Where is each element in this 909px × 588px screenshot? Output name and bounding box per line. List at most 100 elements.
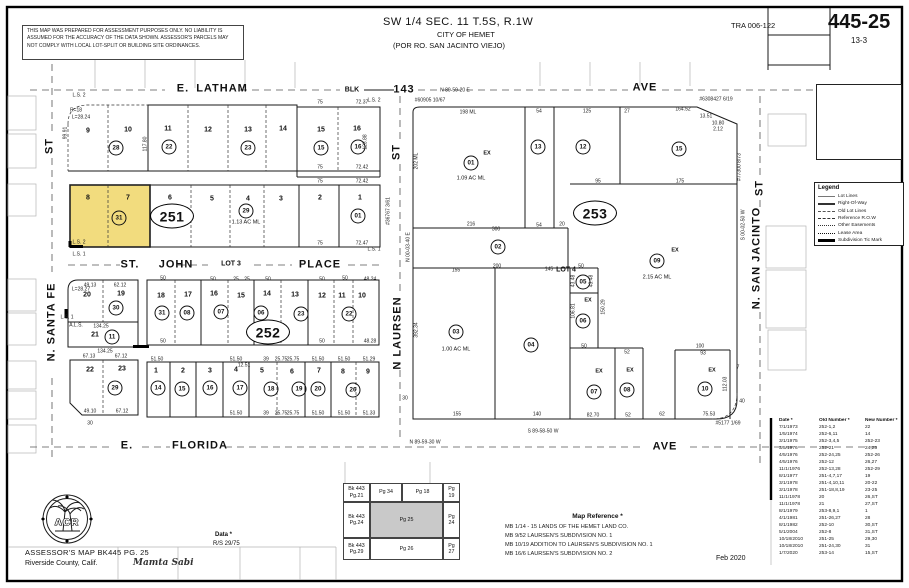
- revision-row: 4/5/1976 252-24,25 252-26: [779, 452, 907, 459]
- sheet-sub-number: 13-3: [851, 36, 868, 45]
- revision-row: 1/7/2020 253-14 15,ST: [779, 550, 907, 557]
- assessor-county: Riverside County, Calif.: [25, 560, 98, 567]
- map-reference-block: Map Reference * MB 1/14 - 15 LANDS OF TH…: [505, 513, 690, 559]
- lot-lines-sample: [818, 196, 835, 198]
- revision-cell: 4/5/1976: [779, 453, 798, 458]
- revision-cell: 4/1/1981: [779, 516, 798, 521]
- revision-cell: 253-14: [819, 551, 834, 556]
- page-grid-cell: Bk 443 Pg.29: [343, 538, 370, 560]
- revision-cell: 20: [819, 495, 825, 500]
- revision-row: 8/1/1982 252-10 30,ST: [779, 522, 907, 529]
- revision-cell: 19: [865, 474, 871, 479]
- revision-cell: 27,ST: [865, 502, 878, 507]
- revision-row: 3/1/1978 251-18,8,19 23-25: [779, 487, 907, 494]
- revision-cell: 26,27: [865, 460, 878, 465]
- revision-cell: 1: [865, 509, 868, 514]
- revision-cell: 252-26: [865, 453, 880, 458]
- page-grid-cell: Pg 27: [443, 538, 460, 560]
- page-border: [5, 5, 904, 583]
- revision-cell: 31,ST: [865, 530, 878, 535]
- revision-cell: 3/1/1978: [779, 488, 798, 493]
- lease-area-sample: [818, 232, 835, 234]
- old-lot-lines-sample: [818, 210, 835, 212]
- legend-item: Right-Of-Way: [818, 200, 900, 207]
- revision-cell: 8/1/1979: [779, 509, 798, 514]
- other-easements-sample: [818, 225, 835, 227]
- highlighted-parcel: [69, 184, 151, 248]
- revision-cell: 251-18,8,19: [819, 488, 845, 493]
- revision-cell: 30,ST: [865, 523, 878, 528]
- revision-cell: 26,ST: [865, 495, 878, 500]
- revision-cell: New Number *: [865, 418, 898, 423]
- revision-cell: 252-1,2: [819, 425, 836, 430]
- seal-acr-text: ACR: [54, 517, 80, 529]
- legend-item-label: Lease Area: [838, 230, 863, 236]
- revision-cell: 8/1/1977: [779, 474, 798, 479]
- revision-cell: 252-8: [819, 530, 832, 535]
- legend-item-label: Right-Of-Way: [838, 201, 867, 207]
- map-reference-item: MB 10/19 ADDITION TO LAURSEN'S SUBDIVISI…: [505, 542, 653, 548]
- legend-title: Legend: [818, 185, 840, 191]
- revision-cell: 252-21: [819, 446, 834, 451]
- drafter-signature: Mamta Sabi: [133, 558, 194, 568]
- revision-cell: 8/1/1982: [779, 523, 798, 528]
- revision-cell: 11/1/1976: [779, 467, 800, 472]
- revision-cell: 252-29: [865, 467, 880, 472]
- sheet-number: 445-25: [828, 11, 891, 33]
- revision-cell: 251-25: [819, 537, 834, 542]
- legend-item: Old Lot Lines: [818, 208, 900, 215]
- map-title-rancho: (POR RO. SAN JACINTO VIEJO): [393, 41, 505, 50]
- revision-cell: 252-10: [819, 523, 834, 528]
- revision-row: 4/1/1981 251-26,27 28: [779, 515, 907, 522]
- west-margin-parcels: [7, 95, 37, 454]
- east-margin-parcels: [765, 113, 807, 371]
- revision-cell: Date *: [779, 418, 793, 423]
- page-grid-cell: Pg 25: [370, 502, 443, 538]
- legend-item: Lot Lines: [818, 193, 900, 200]
- revision-cell: 10/18/2010: [779, 537, 804, 542]
- revision-cell: 28: [865, 516, 871, 521]
- revision-cell: 29,30: [865, 537, 878, 542]
- map-reference-item: MB 16/6 LAURSEN'S SUBDIVISION NO. 2: [505, 551, 613, 557]
- revision-cell: 15,ST: [865, 551, 878, 556]
- revision-cell: 1/7/2020: [779, 551, 798, 556]
- revision-cell: 4/5/1976: [779, 460, 798, 465]
- page-grid-cell: Pg 19: [443, 483, 460, 502]
- revision-cell: 252-24,25: [819, 453, 841, 458]
- revision-cell: 251-24,30: [819, 544, 841, 549]
- disclaimer-note: THIS MAP WAS PREPARED FOR ASSESSMENT PUR…: [22, 25, 244, 60]
- revision-cell: 1/5/1974: [779, 432, 798, 437]
- revision-cell: 3/1/1975: [779, 439, 798, 444]
- map-title-city: CITY OF HEMET: [437, 30, 495, 39]
- revision-cell: 23-25: [865, 488, 878, 493]
- page-grid-cell: Pg 24: [443, 502, 460, 538]
- revision-cell: 31: [865, 544, 871, 549]
- revision-cell: 252-3,4,5: [819, 439, 840, 444]
- revision-cell: 251-26,27: [819, 516, 841, 521]
- revision-cell: 252-6,11: [819, 432, 838, 437]
- page-grid-cell: Bk 443 Pg.24: [343, 502, 370, 538]
- right-of-way-sample: [818, 202, 835, 205]
- revision-header-row: Date *Old Number *New Number *: [779, 417, 907, 424]
- revision-cell: 251-4,10,11: [819, 481, 845, 486]
- map-title-section: SW 1/4 SEC. 11 T.5S, R.1W: [383, 16, 534, 28]
- map-reference-item: MB 9/52 LAURSEN'S SUBDIVISION NO. 1: [505, 533, 613, 539]
- legend-item-label: Reference R.O.W: [838, 216, 876, 222]
- tax-rate-area: TRA 006-122: [731, 21, 776, 30]
- legend-item: Subdivision Tic Mark: [818, 237, 900, 244]
- subdivision-tic-sample: [818, 238, 835, 242]
- revision-cell: 3/1/1978: [779, 481, 798, 486]
- revision-cell: 20-22: [865, 481, 878, 486]
- revision-row: 10/18/2010 251-25 29,30: [779, 536, 907, 543]
- map-date: Feb 2020: [716, 555, 746, 562]
- map-reference-title: Map Reference *: [572, 513, 623, 520]
